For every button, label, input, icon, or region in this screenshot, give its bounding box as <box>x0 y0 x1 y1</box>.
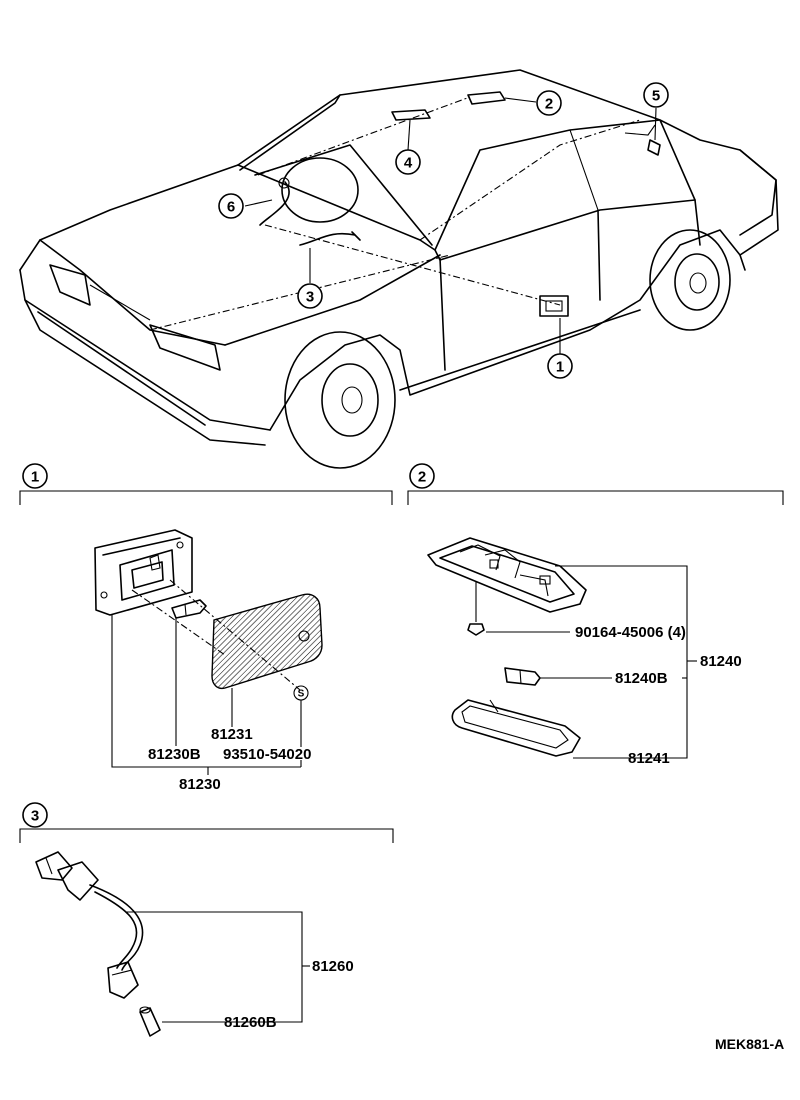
callout-3: 3 <box>297 283 323 309</box>
section-1: 1 S <box>19 463 393 793</box>
callout-4-text: 4 <box>404 155 413 172</box>
section-2: 2 <box>407 463 784 767</box>
bulb-81230B <box>171 599 207 619</box>
callout-4: 4 <box>395 149 421 175</box>
dome-lamp-base <box>427 537 587 613</box>
part-number-81260B: 81260B <box>224 1014 277 1031</box>
section-3: 3 81260 81260B <box>19 802 394 1037</box>
bulb-81240B <box>504 667 541 686</box>
lens-81231 <box>211 593 323 690</box>
callout-1-text: 1 <box>556 359 564 376</box>
callout-5-text: 5 <box>652 88 660 105</box>
screw-90164 <box>467 582 485 636</box>
part-number-93510-54020: 93510-54020 <box>223 746 311 763</box>
callout-5: 5 <box>643 82 669 108</box>
callout-6-text: 6 <box>227 199 235 216</box>
part-number-90164-45006: 90164-45006 (4) <box>575 624 686 641</box>
part-number-81241: 81241 <box>628 750 670 767</box>
part-number-81240B: 81240B <box>615 670 668 687</box>
connector-81260 <box>35 851 99 901</box>
lens-81241 <box>451 699 581 757</box>
part-number-81240: 81240 <box>700 653 742 670</box>
section-2-number: 2 <box>418 469 426 486</box>
part-number-81230B: 81230B <box>148 746 201 763</box>
bulb-81260B <box>139 1006 161 1037</box>
socket-81260 <box>107 961 139 999</box>
callout-1: 1 <box>547 353 573 379</box>
part-number-81231: 81231 <box>211 726 253 743</box>
section-2-bracket <box>407 490 784 505</box>
section-1-number: 1 <box>31 469 39 486</box>
part-number-81230: 81230 <box>179 776 221 793</box>
callout-2: 2 <box>536 90 562 116</box>
diagram-code: MEK881-A <box>715 1036 784 1052</box>
section-3-number: 3 <box>31 808 39 825</box>
section-3-bracket <box>19 828 394 843</box>
part-number-81260: 81260 <box>312 958 354 975</box>
screw-s-text: S <box>298 689 305 700</box>
callout-3-text: 3 <box>306 289 314 306</box>
section-1-bracket <box>19 490 393 505</box>
callout-2-text: 2 <box>545 96 553 113</box>
courtesy-lamp-housing <box>94 529 193 616</box>
car-illustration <box>19 69 779 469</box>
callout-leaders <box>244 97 657 354</box>
callout-6: 6 <box>218 193 244 219</box>
